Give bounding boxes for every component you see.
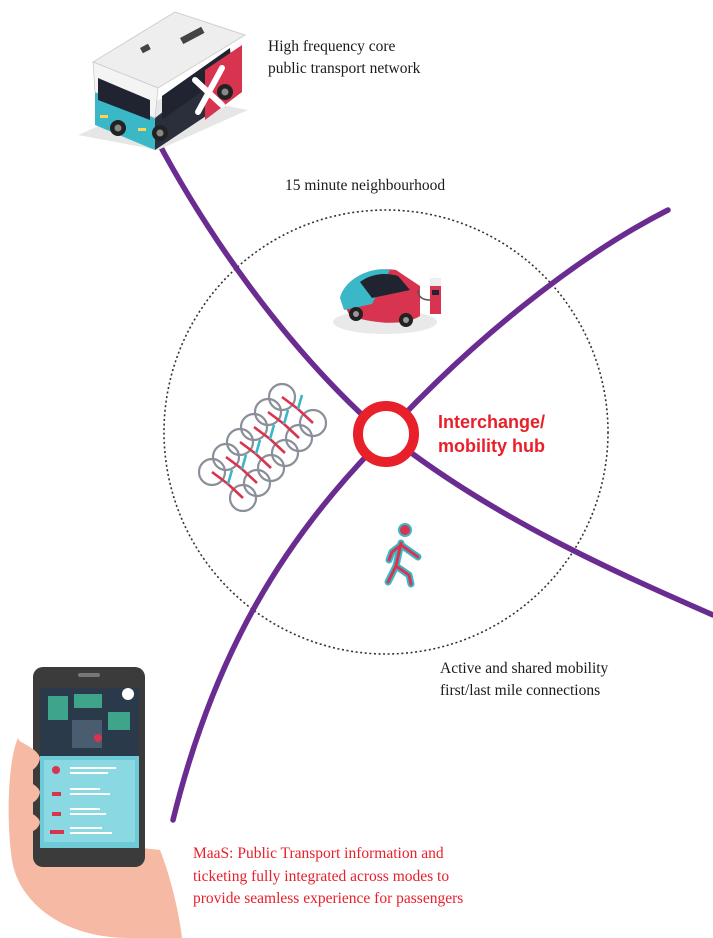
pedestrian-icon: [384, 523, 422, 588]
smartphone-app-icon: [8, 667, 182, 938]
maas-label: MaaS: Public Transport information and t…: [193, 843, 463, 911]
electric-car-icon: [333, 269, 437, 334]
shared-bikes-icon: [197, 382, 328, 513]
route-line-northeast: [394, 207, 671, 425]
route-line-southwest: [170, 445, 377, 823]
charging-station-icon: [417, 278, 441, 314]
bus-icon: [78, 11, 248, 150]
route-line-northwest: [154, 137, 375, 427]
active-mobility-label-line-1: Active and shared mobility: [440, 660, 609, 677]
maas-label-line-2: ticketing fully integrated across modes …: [193, 867, 450, 885]
active-mobility-label-line-2: first/last mile connections: [440, 682, 601, 699]
hub-label-line-2: mobility hub: [438, 436, 545, 456]
hub-label: Interchange/ mobility hub: [438, 410, 545, 458]
neighbourhood-boundary-circle: [163, 209, 609, 655]
core-network-label-line-1: High frequency core: [268, 38, 396, 55]
core-network-label-line-2: public transport network: [268, 60, 421, 77]
hub-label-line-1: Interchange/: [438, 412, 546, 432]
maas-label-line-3: provide seamless experience for passenge…: [193, 890, 464, 907]
route-line-southeast: [399, 443, 713, 618]
active-mobility-label: Active and shared mobility first/last mi…: [440, 658, 608, 702]
transit-routes: [154, 137, 713, 823]
mobility-hub-ring-icon: [353, 401, 419, 467]
core-network-label: High frequency core public transport net…: [268, 36, 420, 80]
neighbourhood-label: 15 minute neighbourhood: [285, 177, 446, 194]
maas-label-line-1: MaaS: Public Transport information and: [193, 845, 444, 862]
